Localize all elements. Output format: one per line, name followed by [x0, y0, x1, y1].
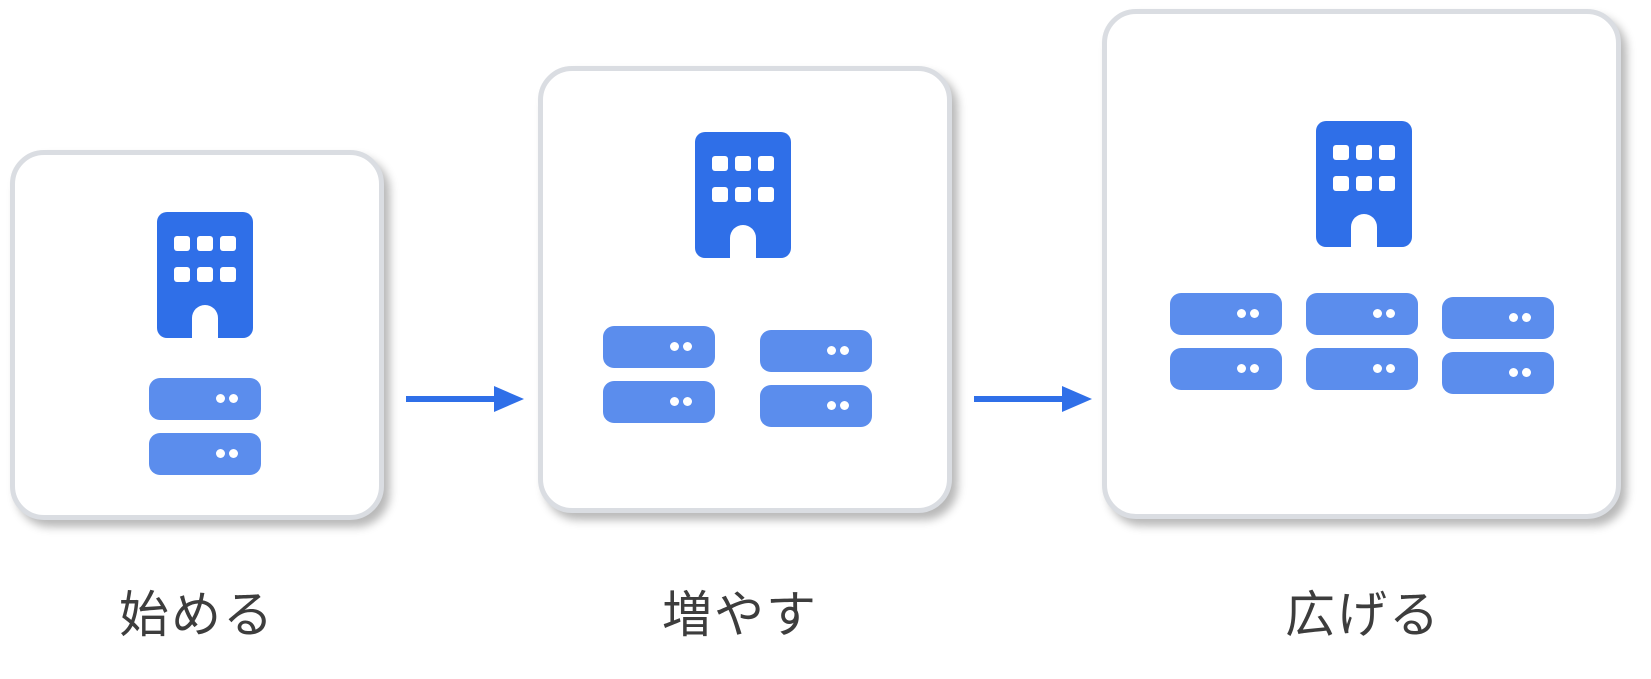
server-icon [1442, 352, 1554, 394]
server-icon [603, 326, 715, 368]
server-icon [1170, 293, 1282, 335]
stage-card-expand [1102, 9, 1621, 519]
office-building-icon [157, 212, 253, 338]
right-arrow-icon [406, 386, 524, 412]
stage-label-start: 始める [119, 586, 275, 644]
server-icon [1442, 297, 1554, 339]
server-icon [760, 385, 872, 427]
stage-label-expand: 広げる [1285, 586, 1441, 644]
office-building-icon [695, 132, 791, 258]
stage-label-grow: 増やす [662, 586, 818, 644]
server-icon [149, 433, 261, 475]
stage-card-grow [538, 66, 952, 513]
office-building-icon [1316, 121, 1412, 247]
server-icon [603, 381, 715, 423]
server-icon [1170, 348, 1282, 390]
server-icon [1306, 348, 1418, 390]
stage-card-start [10, 150, 384, 520]
server-icon [1306, 293, 1418, 335]
right-arrow-icon [974, 386, 1092, 412]
server-icon [149, 378, 261, 420]
server-icon [760, 330, 872, 372]
